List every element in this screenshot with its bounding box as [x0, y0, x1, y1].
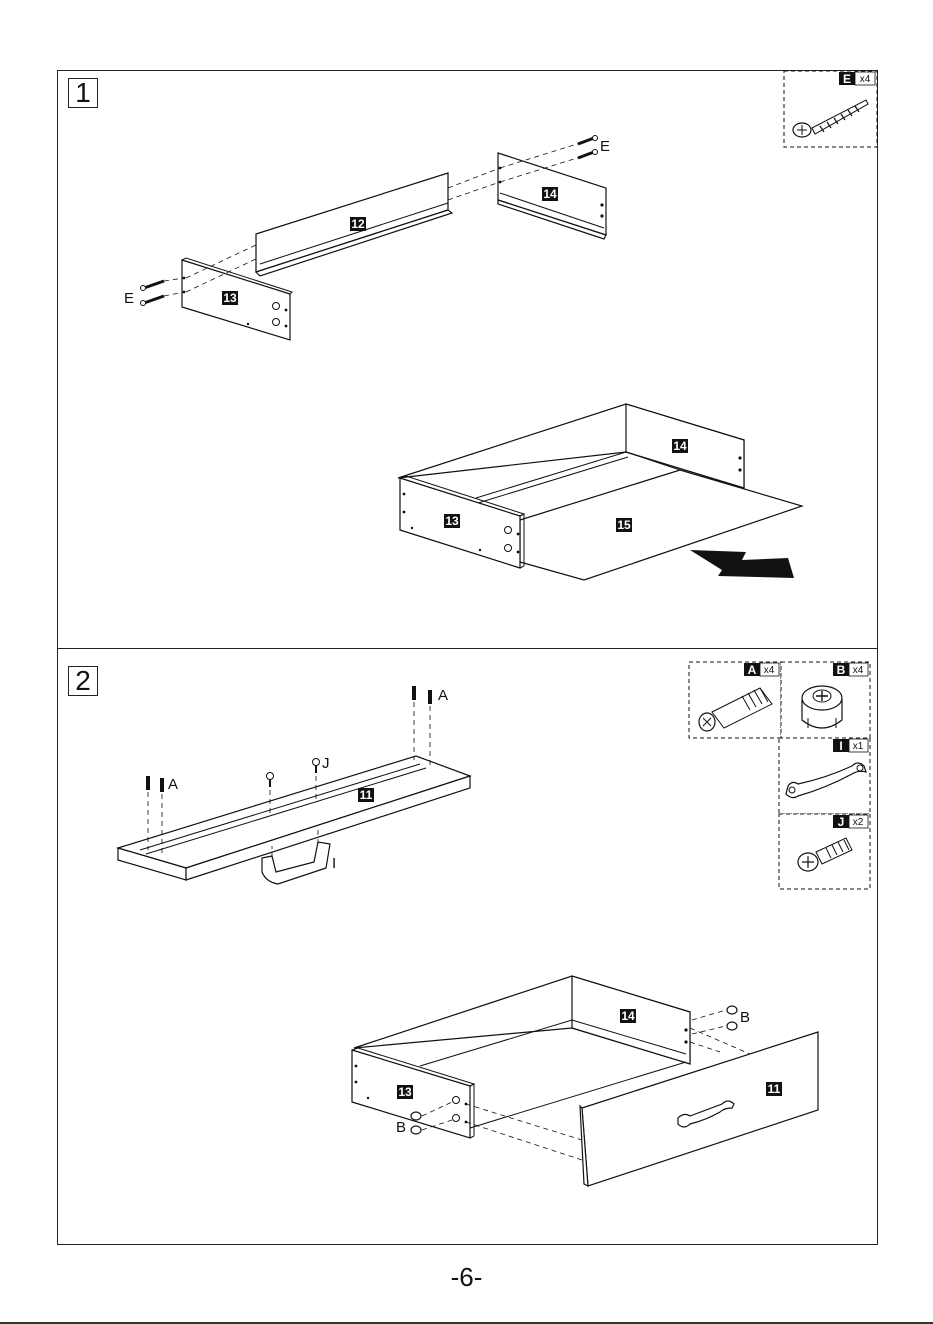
svg-text:B: B: [396, 1119, 406, 1136]
svg-text:13: 13: [223, 291, 237, 305]
screw-e-left: E: [124, 278, 184, 307]
screw-e-right: E: [578, 136, 610, 159]
svg-text:E: E: [124, 290, 134, 307]
svg-text:I: I: [839, 739, 842, 753]
svg-text:E: E: [600, 138, 610, 155]
svg-text:J: J: [322, 755, 330, 772]
hardware-box-a: A x4: [689, 662, 781, 738]
page-number: -6-: [0, 1262, 933, 1293]
svg-text:x4: x4: [764, 665, 775, 676]
panel-12: 12: [256, 173, 452, 276]
svg-text:13: 13: [398, 1085, 412, 1099]
svg-text:11: 11: [360, 788, 373, 802]
front-panel-11-upright: 11: [580, 1032, 818, 1186]
hardware-box-j: J x2: [779, 814, 870, 889]
svg-text:E: E: [843, 72, 851, 86]
svg-text:B: B: [837, 663, 846, 677]
svg-text:B: B: [740, 1009, 750, 1026]
svg-text:A: A: [438, 687, 448, 704]
svg-text:x4: x4: [860, 74, 871, 85]
svg-text:x1: x1: [853, 741, 864, 752]
svg-text:J: J: [838, 815, 845, 829]
svg-text:x4: x4: [853, 665, 864, 676]
svg-text:14: 14: [543, 187, 557, 201]
svg-text:14: 14: [621, 1009, 635, 1023]
cam-lock-icon: [802, 686, 842, 728]
svg-text:11: 11: [768, 1082, 781, 1096]
svg-text:13: 13: [445, 514, 459, 528]
svg-text:12: 12: [351, 217, 365, 231]
svg-text:15: 15: [617, 518, 631, 532]
hardware-box-i: I x1: [779, 738, 870, 814]
svg-text:x2: x2: [853, 817, 864, 828]
svg-text:A: A: [168, 776, 178, 793]
hardware-box-e: E x4: [784, 71, 877, 147]
push-arrow-icon: [690, 550, 794, 578]
svg-text:A: A: [748, 663, 757, 677]
svg-text:14: 14: [673, 439, 687, 453]
svg-text:I: I: [332, 855, 336, 872]
hardware-box-b: B x4: [781, 662, 870, 738]
